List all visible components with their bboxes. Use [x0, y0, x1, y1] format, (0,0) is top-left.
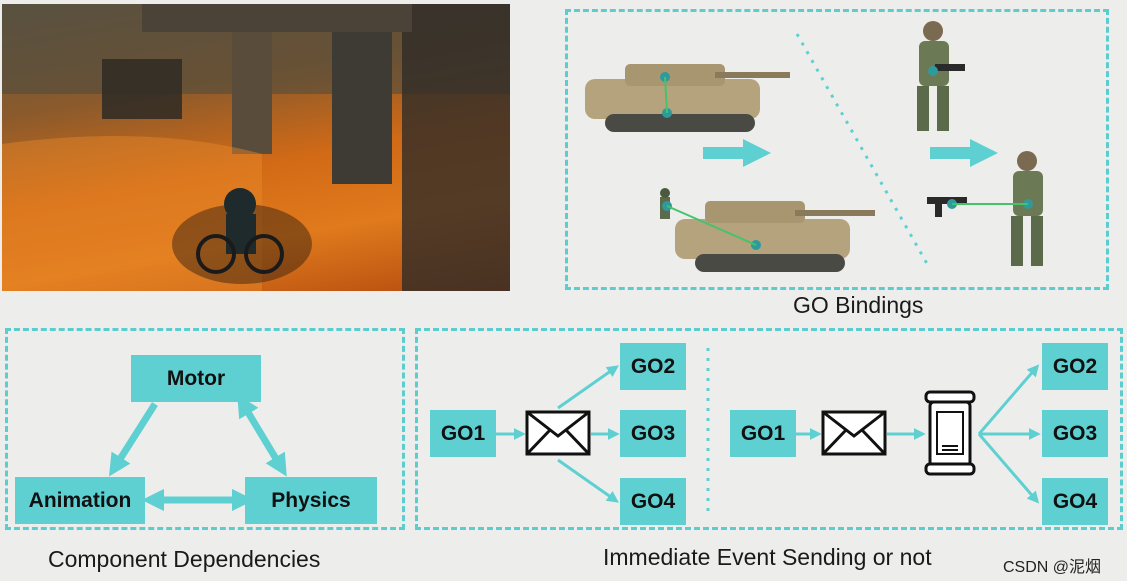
event-queue-icon	[924, 390, 976, 476]
go-bindings-caption: GO Bindings	[793, 292, 924, 318]
binding-link	[664, 76, 668, 114]
event-source-right: GO1	[730, 410, 796, 457]
motor-node: Motor	[131, 355, 261, 402]
event-sending-box	[415, 328, 1123, 530]
event-arrows	[496, 348, 1041, 513]
arrow-motor-physics	[237, 394, 287, 477]
soldier-icon	[1011, 151, 1043, 266]
component-dependencies-caption: Component Dependencies	[48, 546, 321, 572]
event-target-right-go4: GO4	[1042, 478, 1108, 525]
go-bindings-box	[565, 9, 1109, 290]
envelope-icon	[821, 410, 887, 456]
tank-icon	[585, 64, 790, 132]
watermark: CSDN @泥烟	[1003, 559, 1102, 576]
animation-node: Animation	[15, 477, 145, 524]
event-target-left-go3: GO3	[620, 410, 686, 457]
event-target-right-go2: GO2	[1042, 343, 1108, 390]
physics-node: Physics	[245, 477, 377, 524]
game-scene-illustration	[2, 4, 510, 291]
event-source-left: GO1	[430, 410, 496, 457]
arrow-right-icon	[703, 139, 771, 167]
arrow-right-icon	[930, 139, 998, 167]
event-target-left-go4: GO4	[620, 478, 686, 525]
game-screenshot	[2, 4, 510, 291]
envelope-icon	[525, 410, 591, 456]
dependency-arrows	[108, 394, 287, 512]
event-target-right-go3: GO3	[1042, 410, 1108, 457]
event-sending-caption: Immediate Event Sending or not	[603, 544, 932, 570]
soldier-icon	[917, 21, 965, 131]
tank-icon	[675, 201, 875, 272]
arrow-motor-to-animation	[108, 402, 158, 477]
event-target-left-go2: GO2	[620, 343, 686, 390]
rifle-icon	[927, 197, 967, 217]
binding-link	[666, 205, 757, 246]
component-dependencies-box	[5, 328, 405, 530]
binding-node	[928, 66, 938, 76]
go-bindings-illustration	[585, 21, 1043, 272]
